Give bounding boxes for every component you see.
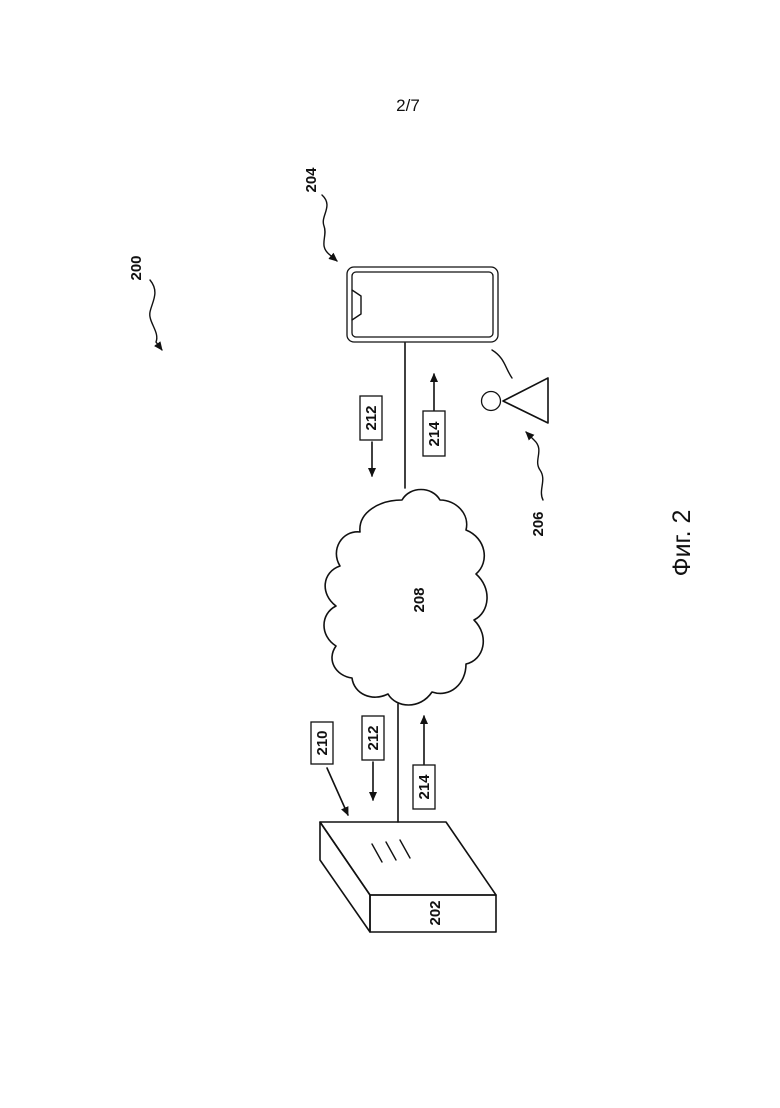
request-upper: 212 [360, 396, 382, 476]
instructions-arrow [327, 768, 348, 815]
device-screen [352, 272, 493, 337]
server: 202 [320, 822, 496, 932]
network-cloud-shape [324, 490, 487, 706]
system-leader-line [150, 280, 162, 350]
request-lower-label: 212 [365, 725, 382, 750]
user-label: 206 [530, 511, 547, 536]
server-label: 202 [427, 900, 444, 925]
request-upper-label: 212 [363, 405, 380, 430]
user-device-link [492, 350, 512, 378]
request-lower: 212 [362, 716, 384, 800]
instructions-label: 210 [314, 730, 331, 755]
response-lower: 214 [413, 716, 435, 809]
server-vent-1 [372, 844, 382, 862]
response-upper-label: 214 [426, 421, 443, 447]
page-number: 2/7 [396, 96, 420, 115]
device-leader-line [322, 195, 337, 261]
response-upper: 214 [423, 374, 445, 456]
response-lower-label: 214 [416, 774, 433, 800]
server-vent-3 [400, 840, 410, 858]
user-leader-line [526, 432, 543, 500]
server-side-face [320, 822, 370, 932]
system-label: 200 [128, 255, 145, 280]
figure-caption: Фиг. 2 [668, 510, 696, 577]
server-top-face [320, 822, 496, 895]
user-figure: 206 [482, 350, 549, 537]
network-label: 208 [411, 587, 428, 612]
server-vent-2 [386, 842, 396, 860]
user-head [482, 392, 501, 411]
system-reference: 200 [128, 255, 162, 350]
user-body [503, 378, 548, 423]
device-label: 204 [303, 167, 320, 193]
mobile-device: 204 [303, 167, 498, 342]
instructions-reference: 210 [311, 722, 348, 815]
network-cloud: 208 [324, 490, 487, 706]
